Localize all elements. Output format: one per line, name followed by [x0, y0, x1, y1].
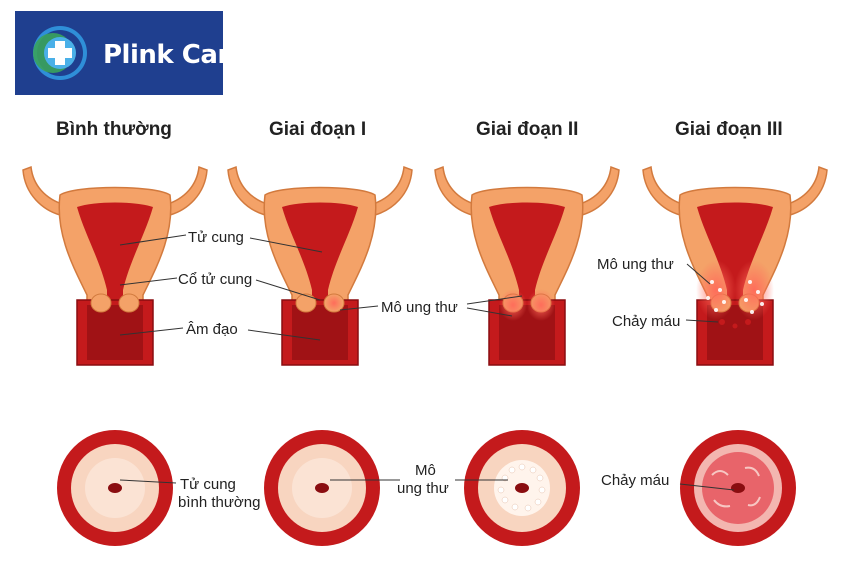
label-bleeding-stage-3: Chảy máu — [612, 313, 681, 330]
brand-name: Plink Care — [103, 40, 247, 70]
cervix-view-normal — [57, 430, 173, 546]
label-tumor-stage-3: Mô ung thư — [597, 256, 674, 273]
cervix-view-stage-1 — [264, 430, 380, 546]
tumor-stage-3-dots — [706, 280, 764, 314]
cervix-view-stage-3 — [680, 430, 796, 546]
label-vagina: Âm đạo — [186, 321, 238, 338]
stage-title-stage-3: Giai đoạn III — [675, 119, 783, 140]
label-tumor-stage-2: Mô ung thư — [381, 299, 458, 316]
stage-title-stage-1: Giai đoạn I — [269, 119, 367, 140]
leader-lines-top — [119, 234, 719, 341]
cervix-view-stage-2 — [464, 430, 580, 546]
tumor-stage-1 — [325, 294, 343, 312]
label-tumor-ring-line-2: ung thư — [397, 480, 449, 497]
tumor-stage-3-right — [734, 260, 774, 320]
label-normal-cervix-line-1: Tử cung — [180, 476, 236, 493]
label-bleeding-ring: Chảy máu — [601, 472, 670, 489]
leader-lines-bottom — [119, 479, 735, 491]
tumor-stage-2-right — [527, 289, 555, 321]
logo-cross-icon — [33, 26, 87, 80]
tumor-stage-2-left — [499, 289, 527, 321]
label-tumor-ring-line-1: Mô — [415, 462, 436, 479]
uterus-stage-1 — [227, 166, 413, 366]
label-cervix: Cổ tử cung — [178, 271, 253, 288]
label-uterus: Tử cung — [188, 229, 244, 246]
bleeding-drops — [719, 319, 751, 329]
uterus-stage-2 — [434, 166, 620, 366]
tumor-stage-3-left — [696, 260, 736, 320]
stage-title-normal: Bình thường — [56, 119, 172, 140]
stage-title-stage-2: Giai đoạn II — [476, 119, 579, 140]
label-normal-cervix-line-2: bình thường — [178, 494, 261, 511]
brand-logo: Plink Care — [15, 11, 247, 95]
uterus-normal — [22, 166, 208, 366]
